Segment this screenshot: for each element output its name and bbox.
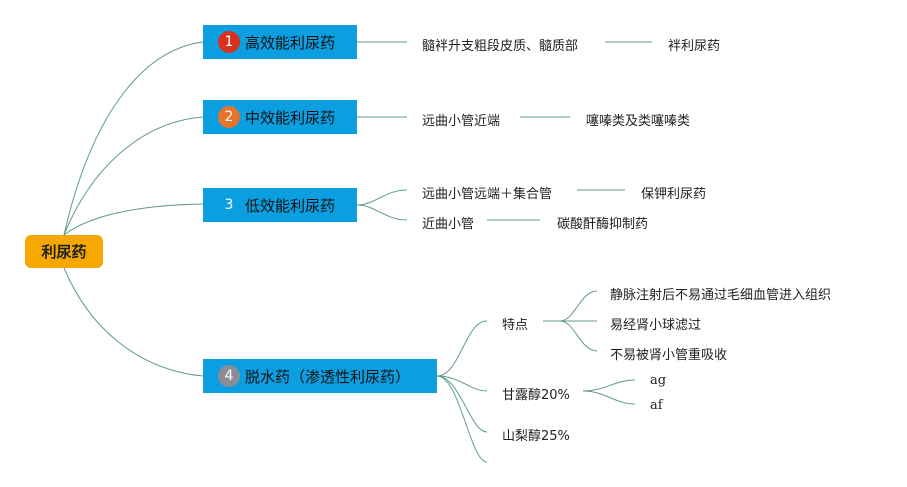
drug-node[interactable]: 碳酸酐酶抑制药 <box>557 217 649 232</box>
feature-node[interactable]: 特点 <box>502 318 529 333</box>
category-medium-efficacy[interactable]: 2 中效能利尿药 <box>203 100 357 134</box>
drug-node[interactable]: 袢利尿药 <box>668 39 721 54</box>
category-label: 高效能利尿药 <box>245 33 336 52</box>
category-label: 脱水药（渗透性利尿药） <box>245 367 411 386</box>
site-node[interactable]: 近曲小管 <box>422 217 475 232</box>
priority-2-icon: 2 <box>218 106 240 128</box>
site-node[interactable]: 髓袢升支粗段皮质、髓质部 <box>422 39 579 54</box>
priority-3-icon: 3 <box>218 194 240 216</box>
mannitol-child[interactable]: af <box>650 398 663 413</box>
root-label: 利尿药 <box>41 243 87 261</box>
priority-4-icon: 4 <box>218 365 240 387</box>
mannitol-child[interactable]: ag <box>650 373 667 388</box>
drug-node[interactable]: 噻嗪类及类噻嗪类 <box>586 114 691 129</box>
feature-item[interactable]: 易经肾小球滤过 <box>610 318 702 333</box>
category-label: 中效能利尿药 <box>245 108 336 127</box>
mannitol-node[interactable]: 甘露醇20% <box>502 388 570 403</box>
feature-item[interactable]: 不易被肾小管重吸收 <box>610 348 728 363</box>
feature-item[interactable]: 静脉注射后不易通过毛细血管进入组织 <box>610 288 832 303</box>
sorbitol-node[interactable]: 山梨醇25% <box>502 429 570 444</box>
priority-1-icon: 1 <box>218 31 240 53</box>
category-label: 低效能利尿药 <box>245 196 336 215</box>
category-low-efficacy[interactable]: 3 低效能利尿药 <box>203 188 357 222</box>
site-node[interactable]: 远曲小管近端 <box>422 114 501 129</box>
drug-node[interactable]: 保钾利尿药 <box>641 187 707 202</box>
category-dehydrating-agents[interactable]: 4 脱水药（渗透性利尿药） <box>203 359 437 393</box>
category-high-efficacy[interactable]: 1 高效能利尿药 <box>203 25 357 59</box>
site-node[interactable]: 远曲小管远端＋集合管 <box>422 187 553 202</box>
root-node[interactable]: 利尿药 <box>25 235 103 268</box>
